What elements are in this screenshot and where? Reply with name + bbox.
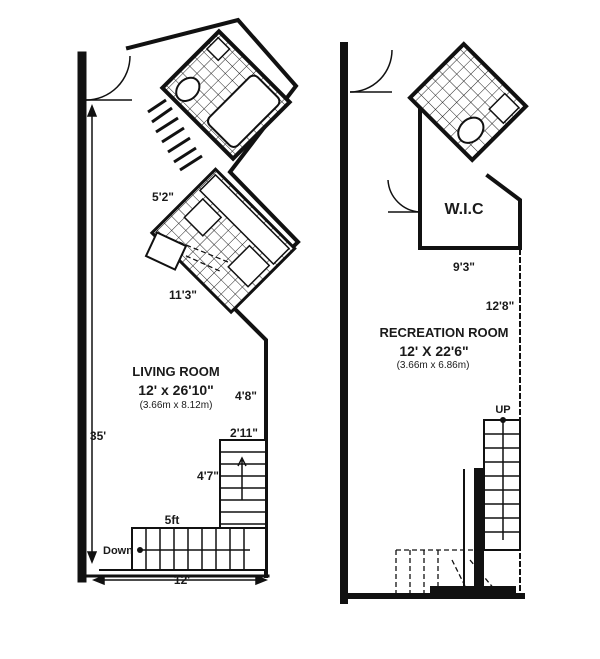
wic-label: W.I.C [444, 201, 484, 218]
sink [205, 36, 231, 62]
dim-12: 12' [174, 573, 190, 587]
living-room-size: 12' x 26'10" [138, 382, 214, 398]
dim-35-arrow [86, 103, 98, 565]
dim-35: 35' [90, 429, 106, 443]
kitchen-island [144, 231, 229, 273]
rec-room-size: 12' X 22'6" [399, 343, 468, 359]
bathtub [206, 74, 281, 148]
upper-bath [159, 28, 293, 162]
closet-hatch [147, 98, 203, 172]
living-room-size-metric: (3.66m x 8.12m) [140, 400, 213, 411]
left-level: LIVING ROOM 12' x 26'10" (3.66m x 8.12m)… [77, 17, 301, 587]
dim-5ft: 5ft [165, 513, 180, 527]
dim-4-7: 4'7" [197, 469, 219, 483]
wic-walls [418, 108, 522, 250]
living-room-title: LIVING ROOM [132, 364, 219, 379]
dim-9-3: 9'3" [453, 260, 475, 274]
rec-room-title: RECREATION ROOM [379, 325, 508, 340]
right-level: W.I.C RECREATION ROOM 12' X 22'6" (3.66m… [340, 41, 529, 604]
rec-door-swing [349, 49, 393, 93]
stair-arrow [237, 456, 247, 500]
wic-door-swing [387, 179, 421, 213]
rec-room-size-metric: (3.66m x 6.86m) [397, 360, 470, 371]
living-right-wall [125, 17, 301, 578]
toilet [175, 76, 201, 102]
dim-12-arrow [91, 574, 269, 586]
dim-5-2: 5'2" [152, 190, 174, 204]
dim-12-8: 12'8" [486, 299, 515, 313]
kitchen-counter [198, 173, 291, 266]
kitchen [149, 167, 297, 315]
rec-bath [407, 41, 529, 163]
stairs-up [395, 417, 521, 598]
entry-door-swing [85, 55, 131, 101]
dim-4-8: 4'8" [235, 389, 257, 403]
stairs-down [131, 439, 267, 571]
dim-2-11: 2'11" [230, 426, 258, 440]
stove [227, 244, 271, 288]
dim-11-3: 11'3" [169, 288, 197, 302]
sink-kitchen [183, 197, 223, 237]
stairs-up-label: UP [495, 404, 510, 416]
stairs-down-label: Down [103, 545, 133, 557]
